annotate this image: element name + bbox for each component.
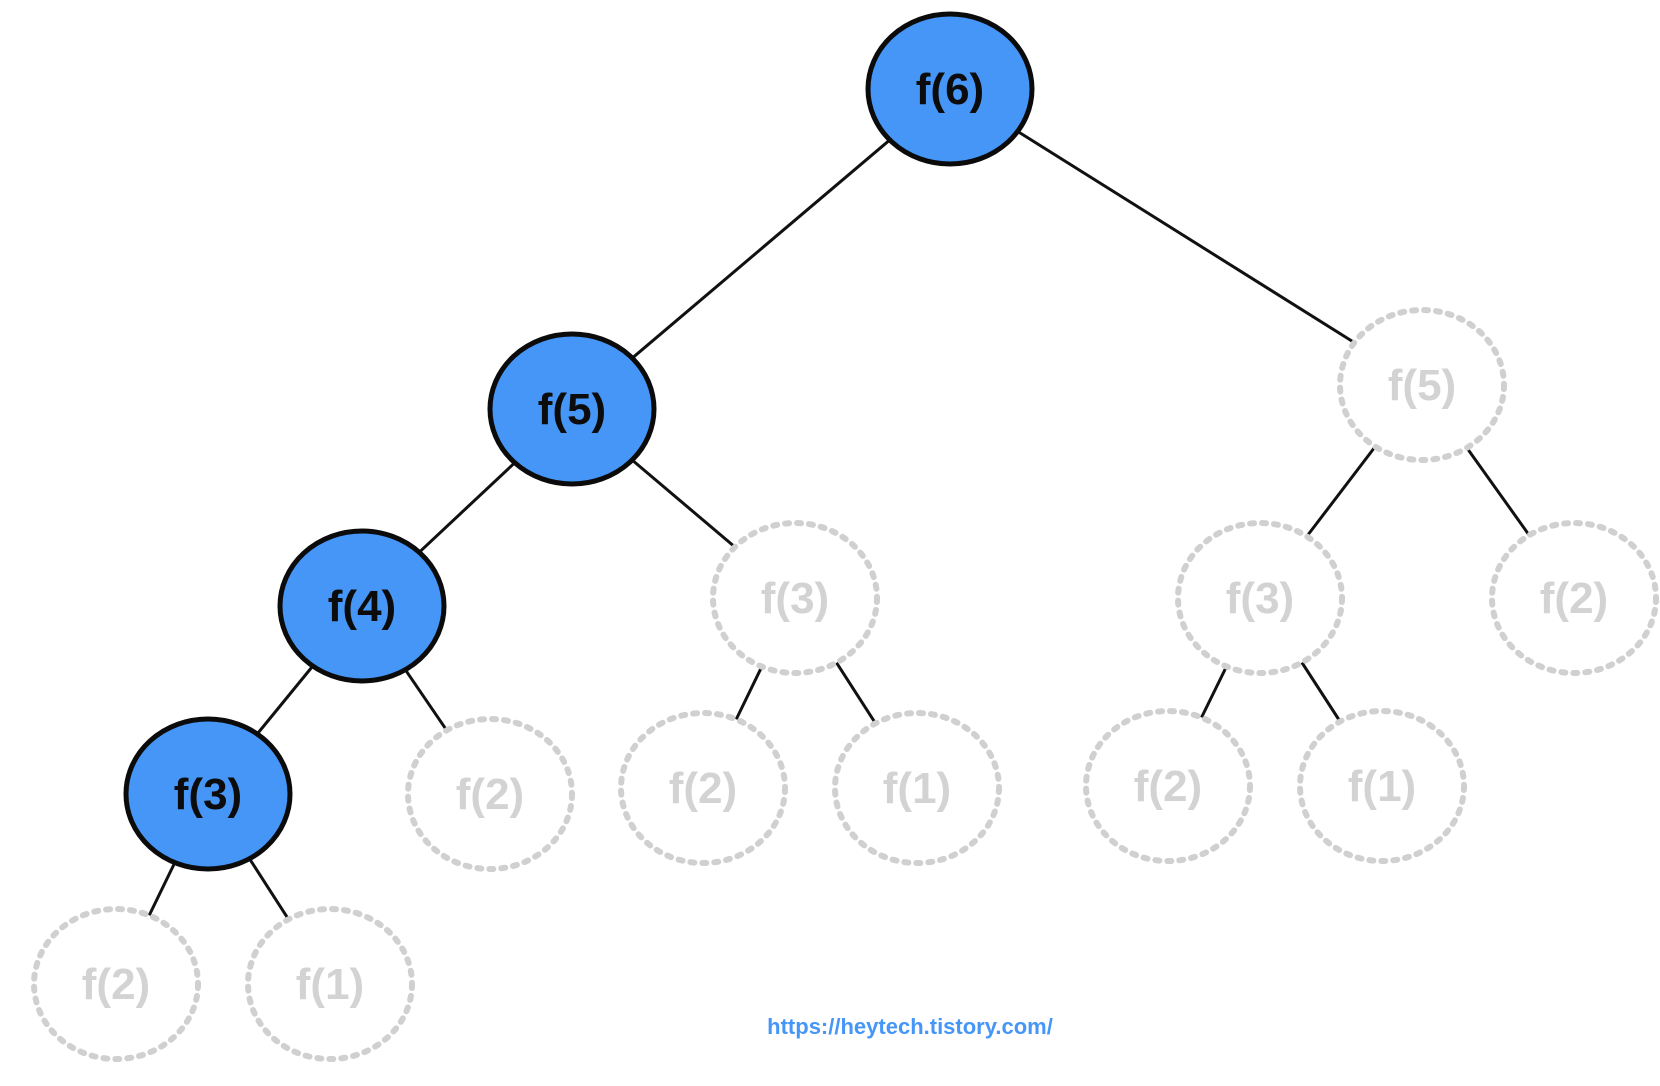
node-label: f(2) (1134, 762, 1202, 811)
edge-n3m-n1b (835, 661, 877, 725)
tree-node-n5r: f(5) (1337, 307, 1507, 463)
node-circle (277, 528, 447, 684)
edge-n5r-n2rr (1465, 446, 1531, 537)
edge-n3m-n2b (734, 665, 764, 721)
nodes-layer: f(6) f(5) f(5) f(4) f(3) f(3) f(2) f(3) f(2) f(2)… (31, 11, 1659, 1062)
edge-n6-n5r (1016, 130, 1356, 344)
node-circle (487, 331, 657, 487)
edge-n3-n1d (248, 857, 290, 921)
tree-node-n2d: f(2) (31, 906, 201, 1062)
node-label: f(2) (82, 960, 150, 1009)
tree-node-n6: f(6) (865, 11, 1035, 167)
node-label: f(1) (296, 960, 364, 1009)
tree-node-n1b: f(1) (832, 710, 1002, 866)
node-circle (1297, 708, 1467, 864)
node-circle (1083, 708, 1253, 864)
tree-node-n3r: f(3) (1175, 520, 1345, 676)
tree-node-n3: f(3) (123, 716, 293, 872)
node-circle (245, 906, 415, 1062)
edge-n5-n3m (631, 458, 736, 549)
node-circle (832, 710, 1002, 866)
node-label: f(6) (916, 65, 984, 114)
node-label: f(1) (1348, 762, 1416, 811)
edge-n5r-n3r (1305, 445, 1377, 538)
node-circle (1175, 520, 1345, 676)
node-label: f(3) (1226, 574, 1294, 623)
node-label: f(1) (883, 764, 951, 813)
edge-n6-n5 (631, 138, 891, 360)
tree-node-n1c: f(1) (1297, 708, 1467, 864)
tree-node-n2b: f(2) (618, 710, 788, 866)
node-label: f(3) (174, 770, 242, 819)
node-circle (123, 716, 293, 872)
node-label: f(5) (538, 385, 606, 434)
tree-node-n3m: f(3) (710, 520, 880, 676)
node-circle (865, 11, 1035, 167)
node-circle (1337, 307, 1507, 463)
node-circle (710, 520, 880, 676)
edge-n3r-n1c (1300, 661, 1342, 723)
node-circle (405, 716, 575, 872)
edge-n3r-n2c (1200, 665, 1228, 719)
node-label: f(2) (669, 764, 737, 813)
watermark-url: https://heytech.tistory.com/ (767, 1014, 1053, 1039)
tree-node-n2c: f(2) (1083, 708, 1253, 864)
node-label: f(2) (1540, 574, 1608, 623)
node-label: f(4) (328, 582, 396, 631)
edges-layer (147, 130, 1531, 921)
tree-node-n2rr: f(2) (1489, 520, 1659, 676)
edge-n3-n2d (147, 861, 177, 917)
node-circle (618, 710, 788, 866)
node-circle (31, 906, 201, 1062)
edge-n5-n4 (418, 461, 516, 554)
node-circle (1489, 520, 1659, 676)
tree-node-n1d: f(1) (245, 906, 415, 1062)
edge-n4-n3 (256, 665, 314, 735)
node-label: f(5) (1388, 361, 1456, 410)
tree-node-n4: f(4) (277, 528, 447, 684)
node-label: f(2) (456, 770, 524, 819)
edge-n4-n2a (404, 668, 448, 732)
tree-node-n2a: f(2) (405, 716, 575, 872)
tree-node-n5: f(5) (487, 331, 657, 487)
node-label: f(3) (761, 574, 829, 623)
